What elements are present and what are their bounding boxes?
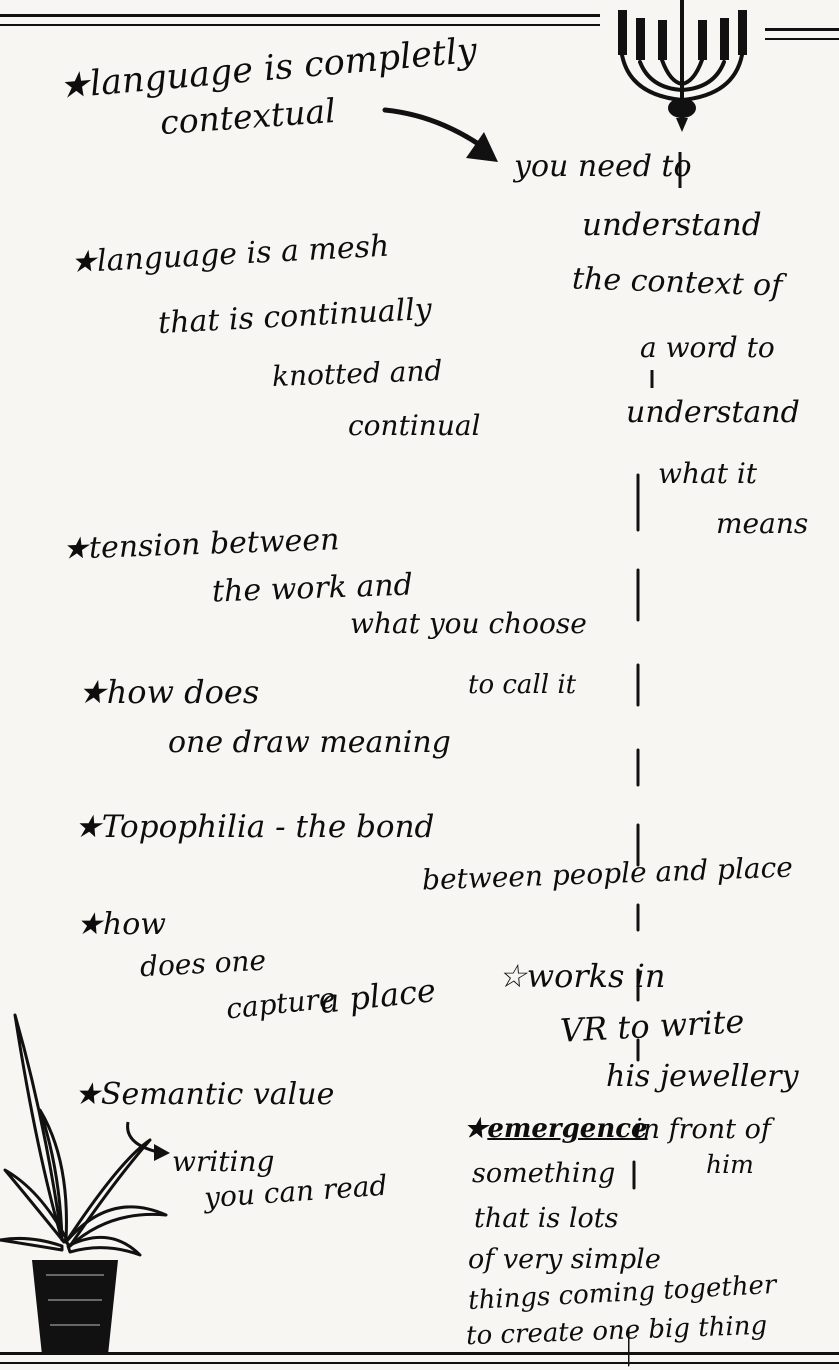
note-a-place: a place (318, 971, 438, 1021)
note-works-in-vr: ☆works in (498, 957, 666, 995)
note-tension: ★tension between (61, 522, 340, 567)
note-how-does: ★how does (78, 673, 260, 711)
note-contextual: contextual (158, 90, 337, 143)
word-tick (650, 370, 654, 388)
note-lots: that is lots (474, 1203, 619, 1234)
arrow-icon (126, 1121, 170, 1161)
note-language-mesh: ★language is a mesh (69, 228, 391, 281)
note-tension-3: what you choose (350, 607, 587, 640)
top-rule-2 (0, 24, 600, 26)
note-means: means (716, 507, 809, 540)
note-mesh-4: continual (348, 409, 481, 442)
note-one-big-thing: to create one big thing (465, 1310, 768, 1352)
note-him: him (706, 1150, 754, 1179)
top-rule-right-2 (765, 38, 839, 40)
note-what-it: what it (658, 457, 758, 490)
note-understand-2: understand (626, 395, 800, 430)
note-the-context-of: the context of (571, 261, 783, 304)
bottom-rule-1 (0, 1352, 839, 1355)
note-mesh-3: knotted and (271, 354, 443, 393)
word-tick (678, 152, 682, 188)
top-rule-right-1 (765, 28, 839, 31)
note-tension-4: to call it (468, 670, 577, 700)
note-vr-2: VR to write (559, 1002, 746, 1050)
top-rule-1 (0, 14, 600, 17)
note-you-need-to: you need to (514, 149, 692, 184)
note-understand: understand (582, 207, 762, 243)
arrow-icon (382, 107, 498, 162)
potted-plant-icon (0, 1013, 168, 1355)
note-very-simple: of very simple (468, 1244, 661, 1275)
note-mesh-2: that is continually (157, 291, 433, 342)
note-coming-together: things coming together (467, 1269, 778, 1317)
note-emergence: ★emergence (464, 1116, 648, 1142)
note-how: ★how (76, 907, 166, 942)
note-does-one: does one (139, 943, 267, 984)
note-topophilia: ★Topophilia - the bond (74, 809, 435, 845)
emergence-keyword: emergence (487, 1114, 648, 1144)
note-writing: writing (172, 1145, 275, 1178)
note-draw-meaning: one draw meaning (168, 725, 451, 760)
chandelier-icon (618, 0, 747, 132)
star-icon: ★ (464, 1114, 488, 1144)
note-vr-3: his jewellery (606, 1059, 799, 1094)
column-divider (628, 473, 640, 1367)
note-semantic-value: ★Semantic value (74, 1077, 335, 1112)
bottom-rule-2 (0, 1362, 839, 1364)
note-in-front-of: in front of (634, 1114, 771, 1145)
note-something: something (472, 1158, 616, 1189)
note-a-word-to: a word to (640, 331, 775, 364)
note-tension-2: the work and (211, 567, 414, 610)
note-topophilia-2: between people and place (421, 850, 794, 897)
